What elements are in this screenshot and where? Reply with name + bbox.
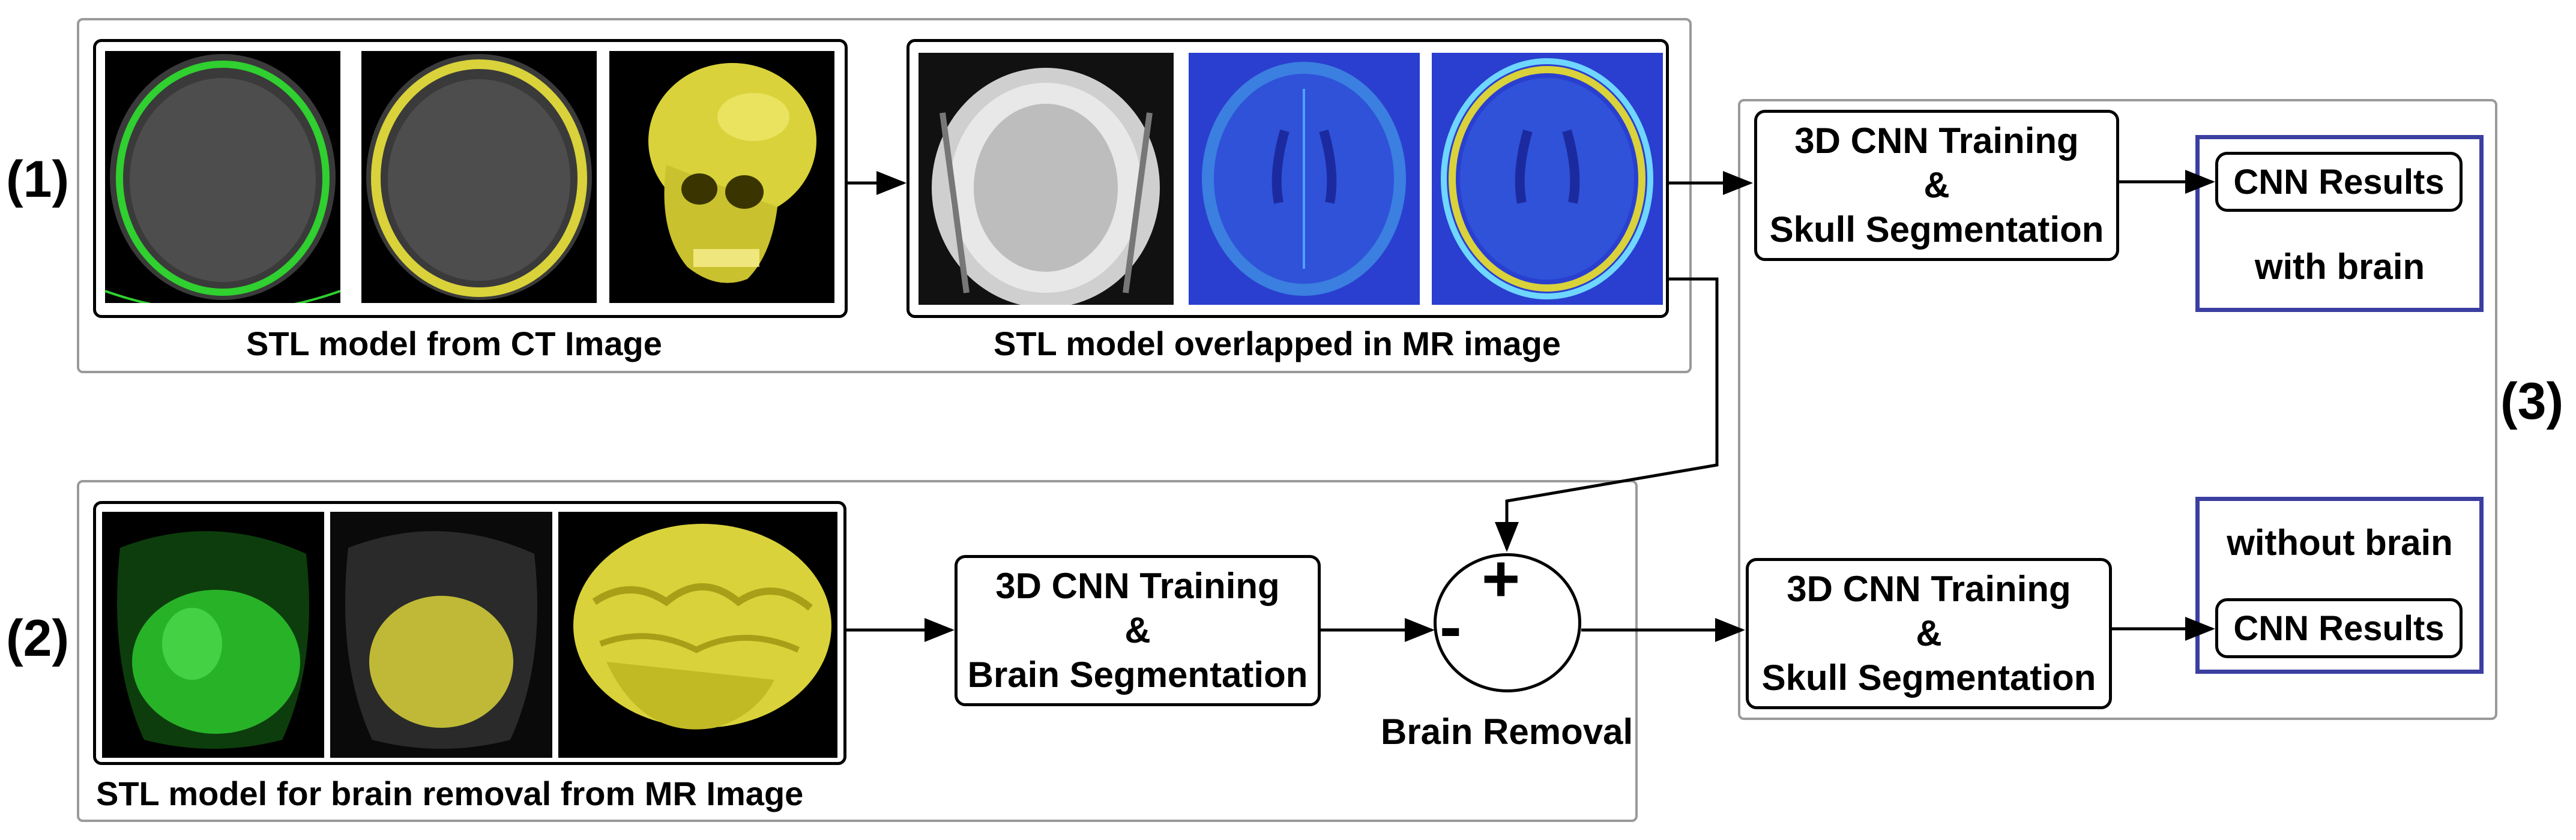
ct-slice-yellow <box>361 51 597 303</box>
cnn-results-box-top: CNN Results <box>2215 152 2463 212</box>
cnn-results-box-bottom: CNN Results <box>2215 598 2463 658</box>
operator-plus: + <box>1482 542 1521 616</box>
mr-slice-blue <box>1189 53 1420 305</box>
operator-minus: - <box>1440 590 1462 664</box>
row-label-1: (1) <box>6 151 70 208</box>
caption-brain-removal-model: STL model for brain removal from MR Imag… <box>96 775 804 812</box>
result-frame-with-brain <box>2195 135 2484 312</box>
ct-slice-green <box>105 51 340 303</box>
skull-segmentation-box-bottom: 3D CNN Training & Skull Segmentation <box>1746 558 2112 709</box>
group-row1-frame <box>77 18 1692 373</box>
group-row3-frame <box>1738 99 2497 720</box>
group-row2-frame <box>77 480 1638 822</box>
row-label-3: (3) <box>2500 373 2564 430</box>
mr-slice-brain-green <box>102 512 324 758</box>
mr-slice-overlap <box>1432 53 1663 305</box>
mr-slice-brain-yellow <box>330 512 552 758</box>
caption-mr-overlap: STL model overlapped in MR image <box>994 325 1561 362</box>
subtraction-operator <box>1434 553 1581 692</box>
caption-ct: STL model from CT Image <box>246 325 662 362</box>
result-frame-without-brain <box>2195 497 2484 674</box>
skull-segmentation-box-top: 3D CNN Training & Skull Segmentation <box>1754 110 2119 261</box>
caption-brain-removal: Brain Removal <box>1381 712 1633 752</box>
brain-segmentation-box: 3D CNN Training & Brain Segmentation <box>955 555 1321 706</box>
note-without-brain: without brain <box>2227 523 2453 563</box>
mr-slice-gray <box>918 53 1174 305</box>
skull-3d-model <box>609 51 834 303</box>
note-with-brain: with brain <box>2254 247 2425 287</box>
row-label-2: (2) <box>6 610 70 667</box>
brain-3d-model <box>558 512 837 758</box>
